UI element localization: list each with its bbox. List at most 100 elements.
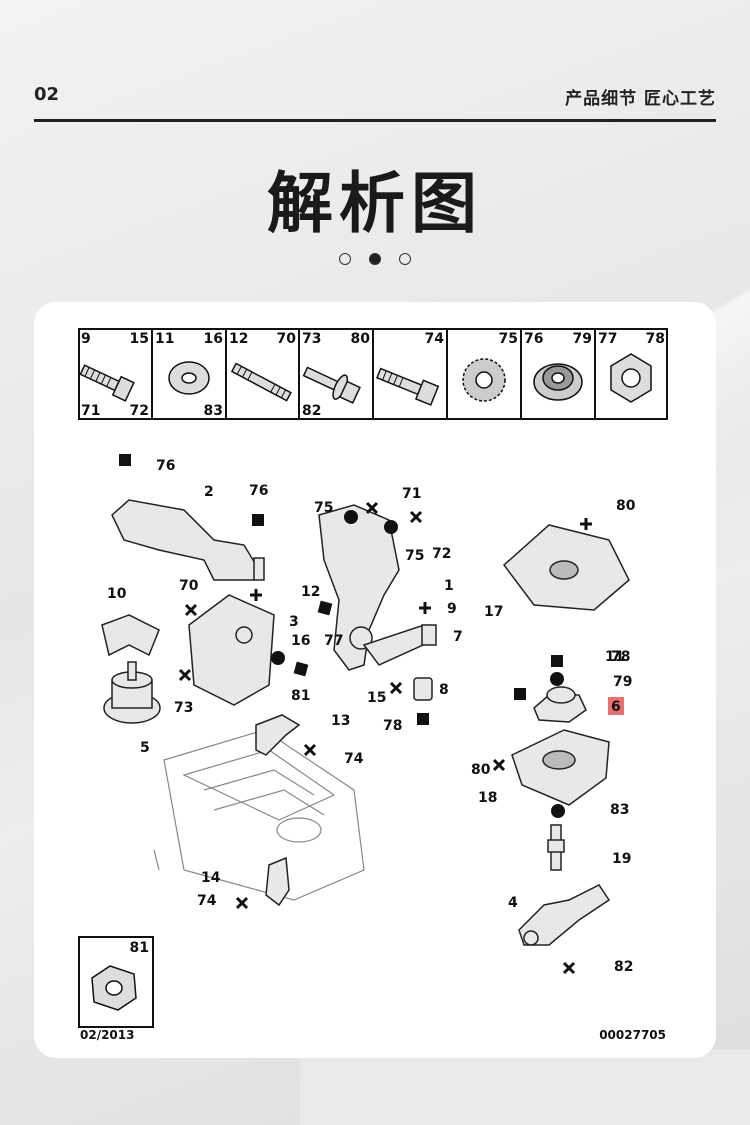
table-label: 75 (499, 331, 518, 347)
washer-icon (168, 361, 210, 395)
callout-labels: 76 2 76 75 71 75 72 1 80 10 70 123 16 81 77 9 7 17 73 5 15 8 7… (107, 458, 636, 975)
part-6-mount (533, 686, 587, 723)
flanged-nut-icon (533, 363, 583, 401)
background-panel (300, 1050, 750, 1125)
callout-70: 70 (179, 578, 199, 594)
callout-78: 78 (611, 649, 630, 665)
callout-5: 5 (140, 740, 150, 756)
table-label: 15 (130, 331, 149, 347)
callout-14: 14 (201, 870, 221, 886)
callout-15: 15 (367, 690, 386, 706)
inset-nut-box: 81 (78, 936, 154, 1028)
long-bolt-icon (376, 367, 440, 406)
inset-label: 81 (130, 940, 149, 956)
callout-76: 76 (249, 483, 268, 499)
table-label: 73 (302, 331, 321, 347)
table-label: 71 (81, 403, 100, 419)
callout-6: 6 (611, 699, 621, 715)
table-label: 76 (524, 331, 543, 347)
bolt-washer-icon (302, 366, 361, 404)
exploded-diagram: 76 2 76 75 71 75 72 1 80 10 70 123 16 81 77 9 7 17 73 5 15 8 7… (101, 454, 636, 975)
part-10-cup (101, 614, 160, 657)
page-title: 解析图 (267, 165, 483, 242)
callout-76: 76 (156, 458, 175, 474)
callout-17: 17 (484, 604, 503, 620)
callout-82: 82 (614, 959, 633, 975)
diagram-art (101, 454, 630, 975)
table-label: 80 (351, 331, 371, 347)
callout-9: 9 (447, 601, 457, 617)
header-tagline: 产品细节 匠心工艺 (565, 89, 716, 109)
header-divider (34, 119, 716, 122)
table-label: 83 (204, 403, 223, 419)
callout-2: 2 (204, 484, 214, 500)
callout-73: 73 (174, 700, 193, 716)
highlight-box (608, 697, 624, 715)
diagram-symbols (119, 454, 565, 818)
bolt-icon (79, 364, 135, 402)
table-label: 72 (130, 403, 149, 419)
table-label: 79 (573, 331, 592, 347)
hex-nut-icon (610, 353, 652, 403)
engine-block-outline (153, 729, 365, 901)
callout-16: 16 (291, 633, 310, 649)
part-13-clip (255, 714, 301, 756)
table-label: 9 (81, 331, 91, 347)
pager-dots (0, 250, 750, 269)
callout-10: 10 (107, 586, 127, 602)
table-label: 16 (204, 331, 223, 347)
callout-13: 13 (331, 713, 350, 729)
callout-4: 4 (508, 895, 518, 911)
part-3-bracket (188, 594, 275, 706)
serrated-washer-icon (462, 358, 506, 402)
table-label: 78 (646, 331, 665, 347)
callout-77: 77 (324, 633, 343, 649)
callout-81: 81 (291, 688, 310, 704)
part-14-bracket (265, 856, 290, 907)
callout-1: 1 (444, 578, 454, 594)
callout-83: 83 (610, 802, 629, 818)
callout-12: 12 (301, 584, 320, 600)
pager-dot-active[interactable] (369, 253, 381, 265)
callout-19: 19 (612, 851, 631, 867)
part-7-end (421, 624, 437, 646)
part-3-hole (235, 626, 253, 644)
part-8-bush (413, 677, 433, 701)
callout-18: 18 (478, 790, 497, 806)
pager-dot[interactable] (339, 253, 351, 265)
callout-74: 74 (344, 751, 364, 767)
nut-icon (91, 965, 137, 1011)
callout-72: 72 (432, 546, 451, 562)
callout-75: 75 (405, 548, 424, 564)
callout-80: 80 (471, 762, 491, 778)
fastener-parts-table: 9 15 71 72 11 16 83 12 70 73 80 82 74 75… (78, 328, 668, 420)
callout-3: 3 (289, 614, 299, 630)
callout-78: 78 (383, 718, 402, 734)
part-19-stud (547, 824, 565, 871)
footer-doc-number: 00027705 (599, 1028, 666, 1042)
part-5-mount (103, 661, 161, 724)
callout-79: 79 (613, 674, 632, 690)
table-label: 11 (155, 331, 174, 347)
callout-71: 71 (402, 486, 421, 502)
table-label: 74 (425, 331, 445, 347)
table-label: 82 (302, 403, 321, 419)
part-2-stud (253, 557, 265, 581)
callout-80: 80 (616, 498, 636, 514)
stud-icon (230, 362, 292, 402)
page-number: 02 (34, 84, 60, 105)
callout-7: 7 (453, 629, 463, 645)
callout-75: 75 (314, 500, 333, 516)
pager-dot[interactable] (399, 253, 411, 265)
part-17-hole (549, 560, 579, 580)
table-label: 12 (229, 331, 248, 347)
footer-date: 02/2013 (80, 1028, 135, 1042)
callout-74: 74 (197, 893, 217, 909)
diagram-crosses (178, 501, 592, 975)
part-18-hole (542, 750, 576, 770)
table-label: 77 (598, 331, 617, 347)
part-4-eye (523, 930, 539, 946)
callout-8: 8 (439, 682, 449, 698)
part-2-bracket (111, 499, 260, 581)
table-label: 70 (277, 331, 297, 347)
